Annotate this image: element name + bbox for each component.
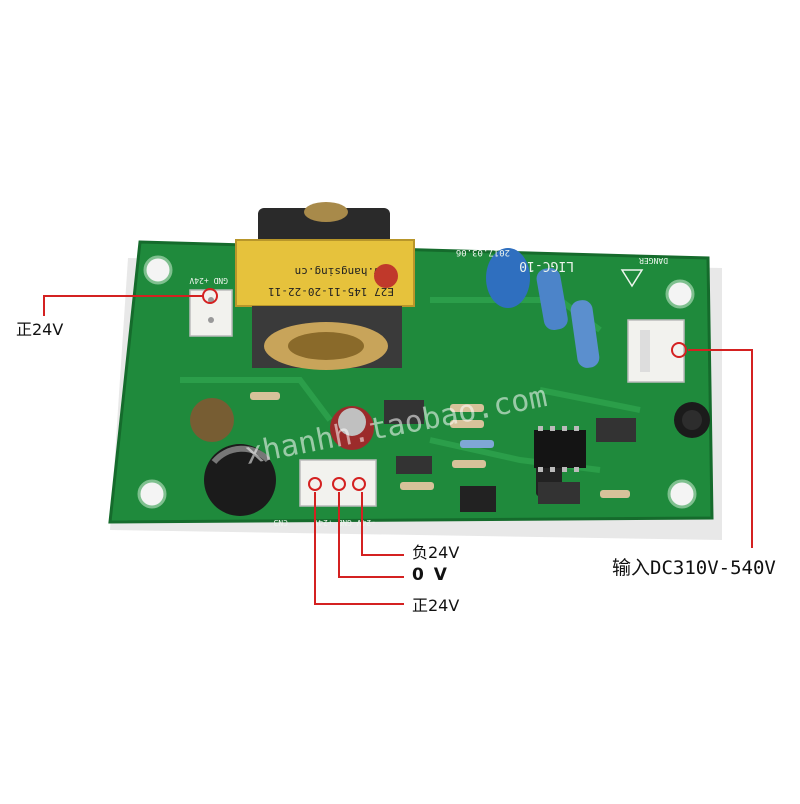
discrete-components [384, 248, 636, 512]
cn3-pins-text: -24V GND +24V [313, 518, 376, 527]
cn1-pins-text: GND +24V [189, 276, 228, 285]
capacitors [204, 402, 710, 516]
board-name-text: LIGC-10 [519, 258, 574, 273]
callout-left-connector: 正24V [16, 320, 64, 339]
transformer-model-text: E27 145-11-20-22-11 [268, 285, 394, 298]
callout-pin-positive: 正24V [412, 596, 460, 615]
small-resistors [250, 392, 630, 498]
cn3-label: CN3 [273, 518, 288, 527]
callout-pin-zero: 0 V [412, 565, 449, 585]
transformer-brand-text: www.hangsing.cn [295, 265, 394, 278]
callout-lines [43, 288, 753, 605]
ic-chip [534, 426, 586, 472]
transformer: www.hangsing.cn E27 145-11-20-22-11 [235, 202, 415, 370]
danger-warning-icon [620, 269, 644, 288]
danger-text: DANGER [639, 256, 668, 265]
mounting-holes [137, 255, 697, 509]
callout-pin-negative: 负24V [412, 543, 460, 562]
hs-logo-icon [374, 264, 398, 288]
callout-input: 输入DC310V-540V [612, 557, 776, 579]
watermark-logo-icon [190, 398, 234, 442]
connector-cn1: GND +24V [189, 276, 233, 337]
connector-input [627, 319, 685, 383]
board-date-text: 2017.03.06 [456, 247, 510, 257]
